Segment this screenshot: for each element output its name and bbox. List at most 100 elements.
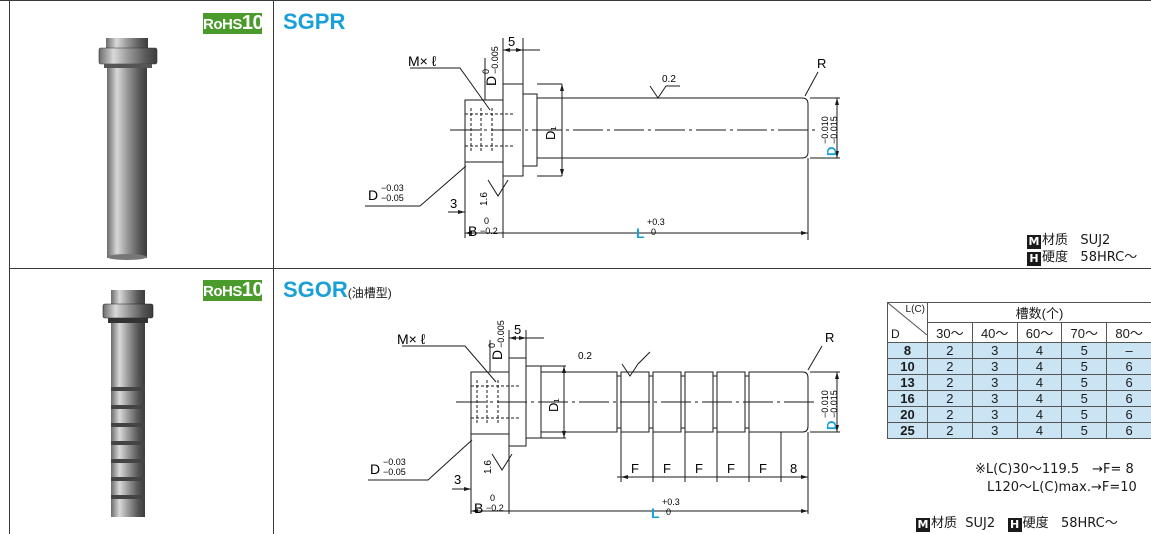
table-cell: 4 [1016,390,1063,407]
groove-count-table: L(C) D 槽数(个) 30～ 40～ 60～ 70～ 80～ 8 2 3 4… [887,302,1151,439]
label-three-2: 3 [454,472,461,487]
label-f-3: F [695,461,703,476]
hardness-badge-h: H [1027,252,1041,266]
table-cell: 6 [1106,406,1151,423]
table-cell: 5 [1061,390,1108,407]
groove-note-2: L120～L(C)max.→F=10 [987,480,1137,495]
label-d-top-upper-2: 0 [487,343,497,348]
label-l-2: L [651,505,660,521]
table-cell: 6 [1106,422,1151,439]
frame-column-divider [273,0,274,534]
table-cell: 3 [971,358,1018,375]
label-three: 3 [450,196,457,211]
frame-left-border [9,0,10,534]
frame-row-divider [9,268,1151,269]
hardness-value-2: 58HRC～ [1060,516,1118,531]
rohs-number-2: 10 [241,279,264,301]
technical-drawing-sgor: M× ℓ D 0 −0.005 5 R 0.2 D₁ D −0.010 −0.0… [368,320,840,521]
label-r: R [817,56,826,71]
table-cell-d: 8 [887,342,928,359]
label-r-2: R [825,330,834,345]
table-row: 20 2 3 4 5 6 [887,406,1151,423]
label-d-bottom: D [368,187,378,203]
label-roughness: 0.2 [662,74,676,85]
product-code: SGPR [283,9,346,34]
rohs-number: 10 [241,12,264,34]
label-l: L [636,225,645,241]
table-cell: 6 [1106,374,1151,391]
product-photo-sgor [102,290,154,517]
table-cell: 5 [1061,422,1108,439]
label-dtol2-lower-2: −0.015 [829,390,839,418]
table-cell: 5 [1061,374,1108,391]
table-column-header: 60～ [1016,322,1063,343]
table-cell: 2 [927,358,973,375]
table-row: 10 2 3 4 5 6 [887,358,1151,375]
table-row: 16 2 3 4 5 6 [887,390,1151,407]
table-cell: 5 [1061,342,1108,359]
label-f-2: F [663,461,671,476]
table-cell: 4 [1016,374,1063,391]
table-cell: 2 [927,390,973,407]
table-cell-d: 10 [887,358,928,375]
label-d-top-2: D [489,350,505,360]
label-d-bottom-2: D [370,461,380,477]
table-column-header: 40～ [971,322,1018,343]
table-cell: 3 [971,406,1018,423]
table-cell: 3 [971,390,1018,407]
label-dtol2-lower: −0.015 [829,116,839,144]
label-eight: 8 [790,461,797,476]
table-cell-d: 20 [887,406,928,423]
label-d-big-2: D [824,421,839,430]
label-f-4: F [727,461,735,476]
table-cell: 2 [927,374,973,391]
table-row: 8 2 3 4 5 – [887,342,1151,359]
label-d-bottom-lower-2: −0.05 [383,467,406,477]
table-corner-cell: L(C) D [887,302,928,343]
label-l-upper: +0.3 [647,217,665,227]
rohs-text: RoHS [203,16,242,33]
label-one-six-2: 1.6 [483,460,494,474]
table-corner-bottom: D [891,327,900,341]
table-cell: 6 [1106,390,1151,407]
table-cell-d: 25 [887,422,928,439]
table-column-header: 70～ [1061,322,1108,343]
material-badge-m-2: M [916,518,930,532]
label-dtol2-upper-2: −0.010 [820,390,830,418]
table-cell: 4 [1016,422,1063,439]
table-cell: 5 [1061,406,1108,423]
table-cell: 5 [1061,358,1108,375]
rohs-badge: RoHS10 [203,12,264,34]
material-value-2: SUJ2 [965,516,996,531]
label-d-bottom-lower: −0.05 [381,193,404,203]
label-d-top: D [483,76,499,86]
label-b-2: B [474,500,483,516]
label-m-x-l-2: M× ℓ [397,331,426,347]
label-m-x-l: M× ℓ [408,53,437,69]
table-title: 槽数(个) [927,302,1151,323]
table-cell: 2 [927,342,973,359]
table-row: 25 2 3 4 5 6 [887,422,1151,439]
label-b-upper: 0 [484,216,489,226]
rohs-badge-2: RoHS10 [203,279,264,301]
table-cell: 4 [1016,342,1063,359]
table-corner-top: L(C) [905,304,925,315]
label-b: B [468,223,477,239]
hardness-value: 58HRC～ [1080,250,1138,265]
table-column-header: 30～ [927,322,973,343]
material-label: 材质 [1042,233,1069,248]
groove-note-1: ※L(C)30～119.5 →F= 8 [975,462,1134,477]
product-photo-sgpr [98,38,158,260]
label-roughness-2: 0.2 [578,351,592,362]
product-code-2: SGOR [283,277,348,302]
table-cell: 4 [1016,406,1063,423]
table-cell: 2 [927,406,973,423]
label-five-2: 5 [514,322,521,337]
label-five: 5 [508,34,515,49]
table-cell: 6 [1106,358,1151,375]
frame-top-border [0,0,1151,1]
table-row: 13 2 3 4 5 6 [887,374,1151,391]
